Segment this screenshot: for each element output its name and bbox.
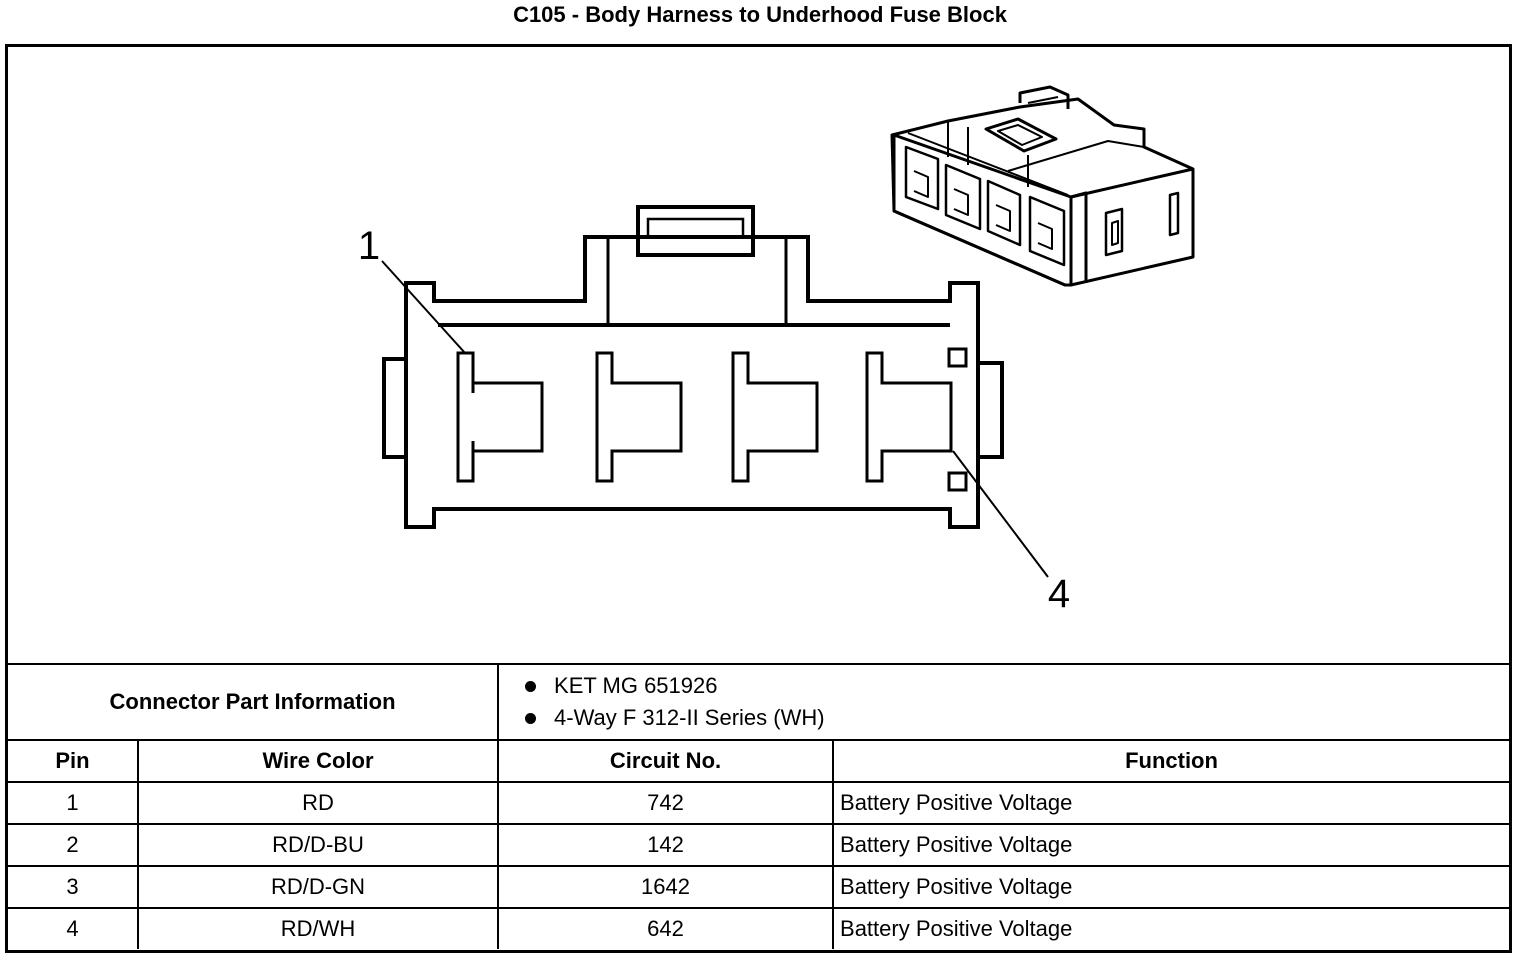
table-row: 4 RD/WH 642 Battery Positive Voltage (8, 907, 1509, 949)
pin-cell: 1 (8, 781, 139, 825)
wire-color-cell: RD (136, 781, 500, 825)
pin-cell: 4 (8, 907, 139, 949)
header-function: Function (832, 739, 1509, 783)
pin-1-callout: 1 (358, 224, 380, 268)
function-cell: Battery Positive Voltage (832, 865, 1509, 909)
connector-part-info-list: KET MG 651926 4-Way F 312-II Series (WH) (497, 663, 1509, 741)
connector-part-info-label: Connector Part Information (8, 663, 500, 741)
connector-info-table: Connector Part Information KET MG 651926… (8, 663, 1509, 949)
pin-4-callout: 4 (1048, 572, 1070, 616)
table-row: 3 RD/D-GN 1642 Battery Positive Voltage (8, 865, 1509, 909)
wire-color-cell: RD/D-GN (136, 865, 500, 909)
wire-color-cell: RD/WH (136, 907, 500, 949)
circuit-cell: 742 (497, 781, 835, 825)
header-pin: Pin (8, 739, 139, 783)
circuit-cell: 1642 (497, 865, 835, 909)
header-wire-color: Wire Color (136, 739, 500, 783)
function-cell: Battery Positive Voltage (832, 781, 1509, 825)
cavity-3 (731, 351, 819, 483)
connector-part-info-row: Connector Part Information KET MG 651926… (8, 663, 1509, 741)
pin-cell: 2 (8, 823, 139, 867)
header-circuit: Circuit No. (497, 739, 835, 783)
table-row: 2 RD/D-BU 142 Battery Positive Voltage (8, 823, 1509, 867)
page-title: C105 - Body Harness to Underhood Fuse Bl… (513, 2, 1007, 27)
cavity-4 (865, 351, 953, 483)
connector-isometric-view (890, 85, 1195, 287)
connector-body-outline (404, 235, 980, 529)
part-info-item: KET MG 651926 (519, 670, 1509, 702)
table-row: 1 RD 742 Battery Positive Voltage (8, 781, 1509, 825)
cavity-1 (456, 351, 544, 483)
cavity-2 (595, 351, 683, 483)
part-info-item: 4-Way F 312-II Series (WH) (519, 702, 1509, 734)
function-cell: Battery Positive Voltage (832, 907, 1509, 949)
function-cell: Battery Positive Voltage (832, 823, 1509, 867)
connector-diagram: 1 4 (8, 47, 1509, 663)
wire-color-cell: RD/D-BU (136, 823, 500, 867)
circuit-cell: 642 (497, 907, 835, 949)
connector-face-drawing: 1 4 (358, 85, 1195, 616)
connector-sheet: 1 4 (5, 44, 1512, 953)
pin-cell: 3 (8, 865, 139, 909)
table-header-row: Pin Wire Color Circuit No. Function (8, 739, 1509, 783)
circuit-cell: 142 (497, 823, 835, 867)
